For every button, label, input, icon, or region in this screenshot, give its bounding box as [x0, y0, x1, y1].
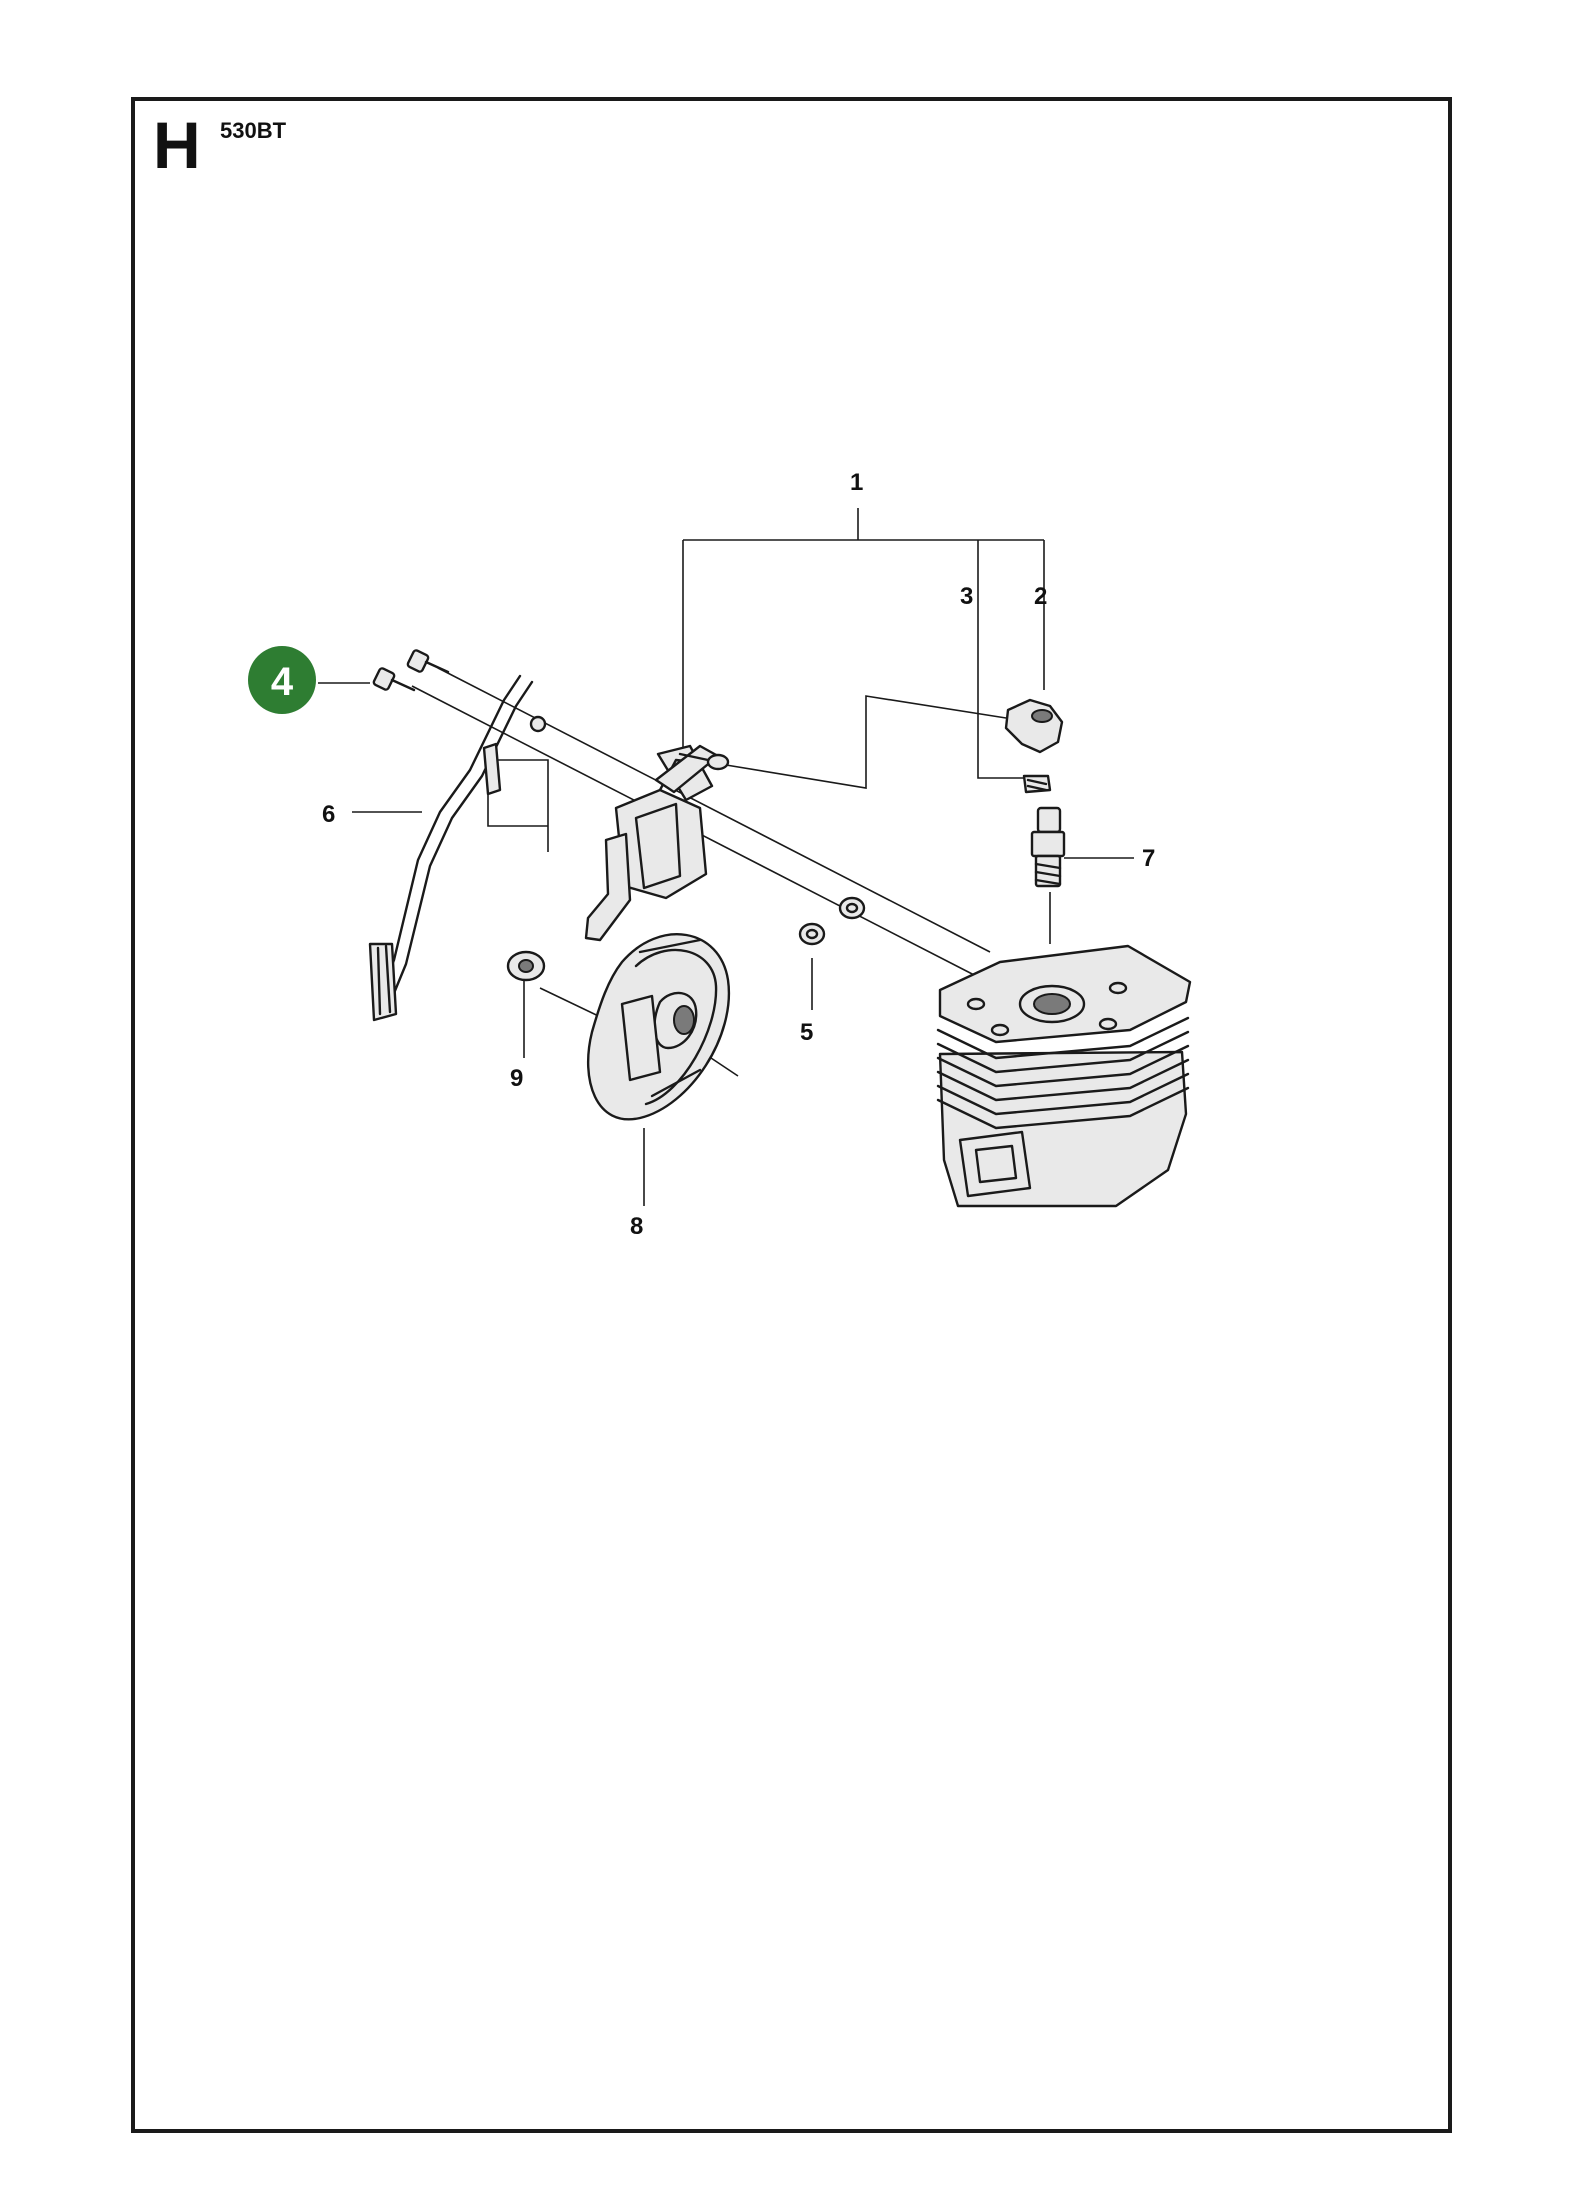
callout-4-badge: 4	[248, 646, 316, 714]
callout-6: 6	[322, 801, 335, 828]
callout-4: 4	[271, 660, 294, 704]
nuts	[798, 896, 866, 946]
model-name: 530BT	[220, 118, 287, 143]
ignition-cable	[368, 674, 547, 1022]
callout-labels: 1 2 3 5 6 7 8 9	[322, 469, 1155, 1240]
badge-circle	[248, 646, 316, 714]
spark-plug	[1030, 806, 1066, 888]
callout-8: 8	[630, 1213, 643, 1240]
callout-3: 3	[960, 583, 973, 610]
cylinder	[936, 944, 1192, 1208]
callout-2: 2	[1034, 583, 1047, 610]
ht-lead-and-boot	[678, 698, 1064, 794]
screw-pair	[372, 649, 450, 692]
flywheel	[586, 933, 731, 1121]
ignition-module	[584, 744, 720, 942]
page-frame	[131, 97, 1452, 2133]
callout-7: 7	[1142, 845, 1155, 872]
callout-1: 1	[850, 469, 863, 496]
callout-9: 9	[510, 1065, 523, 1092]
callout-5: 5	[800, 1019, 813, 1046]
section-letter: H	[153, 108, 201, 182]
flywheel-nut	[506, 950, 546, 982]
